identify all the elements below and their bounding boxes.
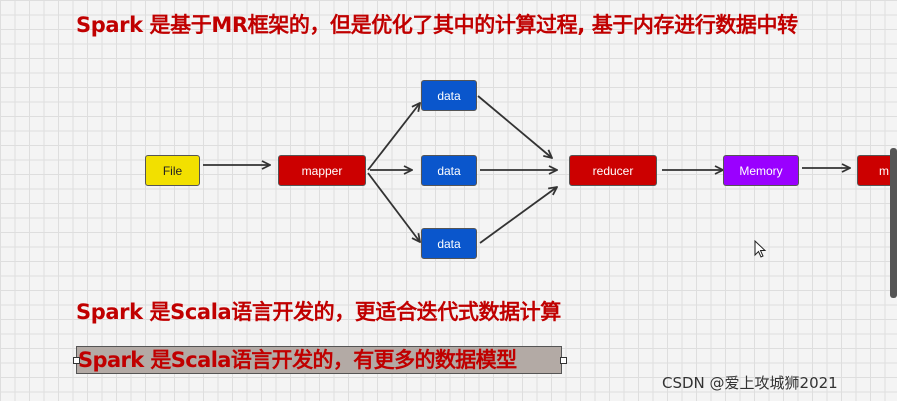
reducer-node-label: reducer (592, 163, 634, 178)
data-node-top-label: data (437, 88, 461, 103)
data-node-middle[interactable]: data (421, 155, 477, 186)
mapper-node[interactable]: mapper (278, 155, 366, 186)
watermark: CSDN @爱上攻城狮2021 (662, 374, 838, 392)
reducer-node[interactable]: reducer (569, 155, 657, 186)
file-node[interactable]: File (145, 155, 200, 186)
data-node-middle-label: data (437, 163, 461, 178)
data-node-bottom[interactable]: data (421, 228, 477, 259)
heading-line-3-selected[interactable]: Spark 是Scala语言开发的，有更多的数据模型 (76, 346, 562, 374)
memory-node-label: Memory (739, 163, 783, 178)
arrow-data-top-to-reducer (477, 95, 552, 158)
vertical-scrollbar[interactable] (890, 148, 897, 298)
mouse-cursor-icon (754, 240, 767, 258)
arrow-data-bottom-to-reducer (479, 187, 557, 244)
data-node-top[interactable]: data (421, 80, 477, 111)
selection-handle-left[interactable] (73, 357, 80, 364)
data-node-bottom-label: data (437, 236, 461, 251)
memory-node[interactable]: Memory (723, 155, 799, 186)
arrow-mapper-to-data-top (367, 103, 420, 171)
mapper-node-label: mapper (301, 163, 343, 178)
heading-line-2: Spark 是Scala语言开发的，更适合迭代式数据计算 (76, 300, 561, 324)
arrow-mapper-to-data-bottom (367, 172, 420, 242)
selection-handle-right[interactable] (560, 357, 567, 364)
heading-line-1: Spark 是基于MR框架的，但是优化了其中的计算过程, 基于内存进行数据中转 (76, 13, 798, 37)
partial-m-node-label: m (879, 163, 889, 178)
file-node-label: File (162, 163, 183, 178)
